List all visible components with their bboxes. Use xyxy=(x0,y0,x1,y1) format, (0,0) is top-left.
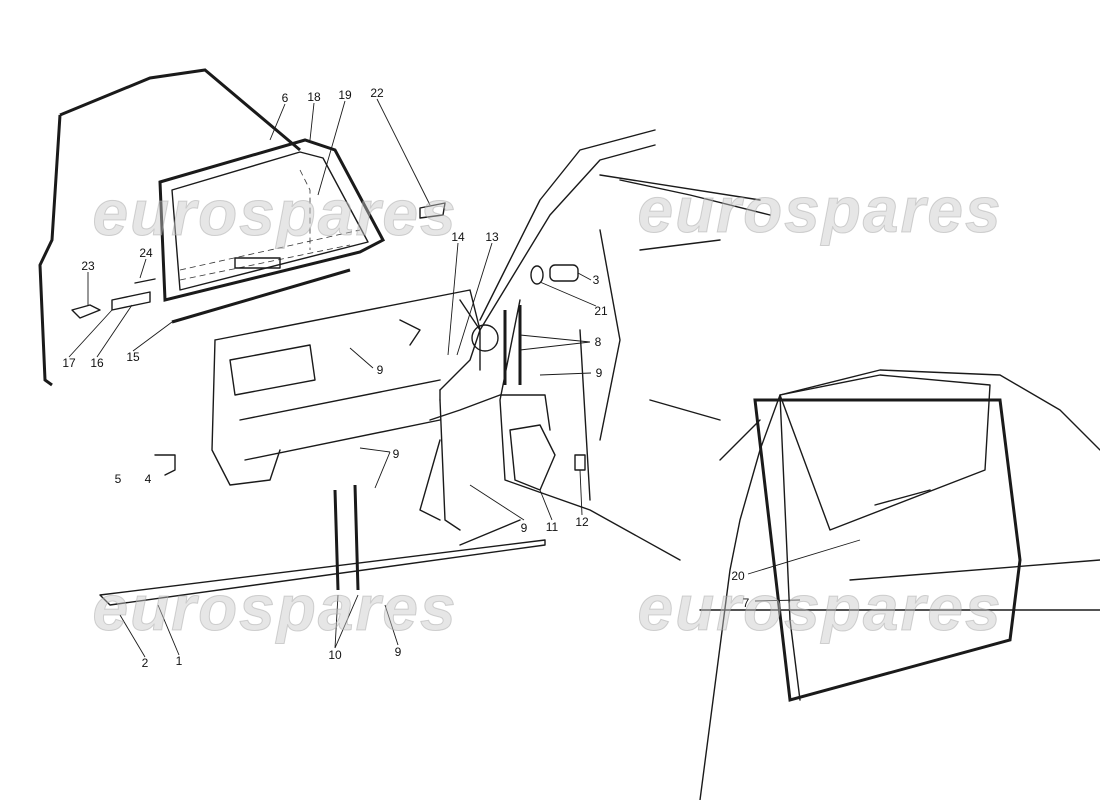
watermark: eurospares xyxy=(92,177,458,250)
window-frame xyxy=(158,138,386,302)
bracket-4 xyxy=(154,454,176,476)
knob-3 xyxy=(549,264,579,282)
callout-label: 21 xyxy=(594,304,608,318)
callout-label: 24 xyxy=(139,246,153,260)
callout-label: 14 xyxy=(451,230,465,244)
callout-label: 16 xyxy=(90,356,104,370)
exterior-handle xyxy=(419,202,446,219)
assembled-door-seal xyxy=(753,398,1022,702)
callout-label: 22 xyxy=(370,86,384,100)
callout-label: 19 xyxy=(338,88,352,102)
window-regulator xyxy=(419,394,551,546)
trim-16-17 xyxy=(111,291,151,311)
car-body xyxy=(479,129,761,561)
callout-label: 9 xyxy=(376,363,384,377)
callout-label: 6 xyxy=(281,91,289,105)
callout-label: 9 xyxy=(520,521,528,535)
callout-label: 23 xyxy=(81,259,95,273)
callout-label: 8 xyxy=(594,335,602,349)
callout-label: 9 xyxy=(392,447,400,461)
callout-label: 1 xyxy=(175,654,183,668)
callout-label: 20 xyxy=(731,569,745,583)
callout-label: 2 xyxy=(141,656,149,670)
callout-label: 11 xyxy=(545,520,559,534)
window-glass xyxy=(171,151,369,291)
door-panel xyxy=(211,289,481,486)
assembled-glass xyxy=(779,374,991,531)
callout-label: 13 xyxy=(485,230,499,244)
callout-label: 17 xyxy=(62,356,76,370)
callout-label: 18 xyxy=(307,90,321,104)
callout-label: 4 xyxy=(144,472,152,486)
grommet-21 xyxy=(530,265,544,285)
watermark: eurospares xyxy=(92,572,458,645)
motor-11 xyxy=(509,424,556,491)
glass-channel xyxy=(234,257,281,269)
callout-label: 3 xyxy=(592,273,600,287)
watermark: eurospares xyxy=(637,174,1003,247)
callout-label: 12 xyxy=(575,515,589,529)
sill-trim xyxy=(99,539,546,606)
watermark: eurospares xyxy=(637,572,1003,645)
callout-label: 15 xyxy=(126,350,140,364)
callout-label: 7 xyxy=(742,596,750,610)
belt-moulding xyxy=(171,268,351,324)
leader-lines xyxy=(68,98,861,658)
trim-23 xyxy=(71,304,101,319)
callout-label: 9 xyxy=(394,645,402,659)
guide-channels xyxy=(503,305,522,385)
callout-label: 10 xyxy=(328,648,342,662)
door-seal xyxy=(38,68,301,387)
callout-label: 5 xyxy=(114,472,122,486)
callout-label: 9 xyxy=(595,366,603,380)
